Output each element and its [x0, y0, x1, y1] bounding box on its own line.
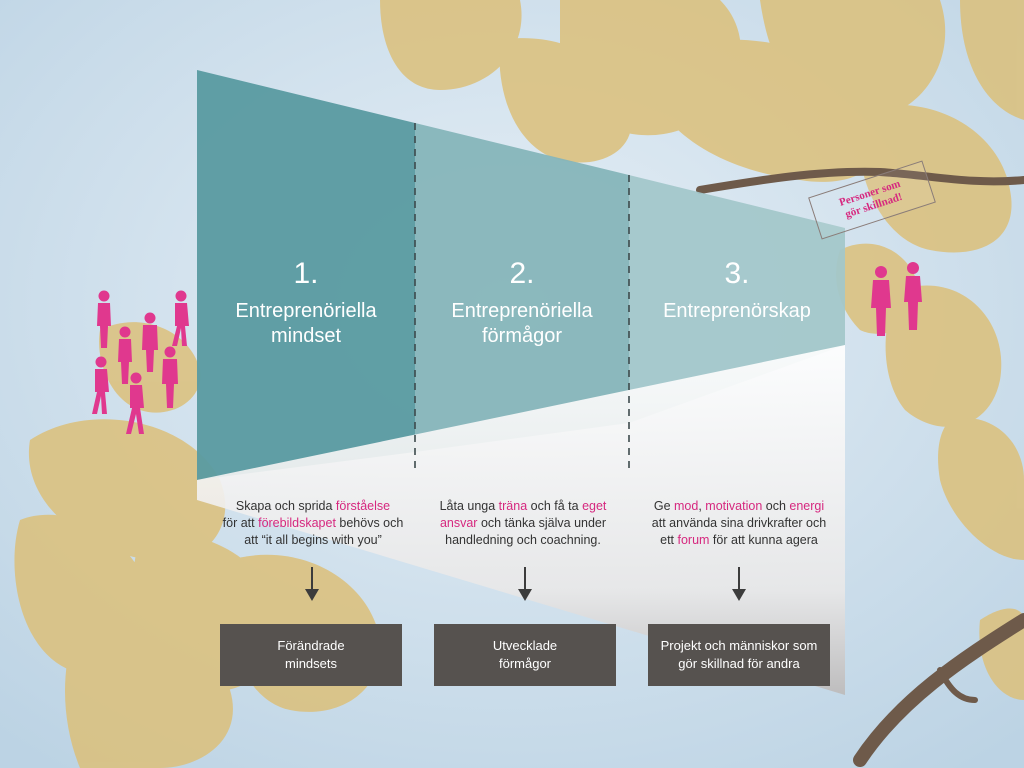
- stage-1-title: 1. Entreprenöriella mindset: [197, 255, 415, 349]
- branches: [696, 167, 1024, 767]
- highlight-word: motivation: [705, 499, 763, 513]
- highlight-word: forum: [677, 532, 710, 547]
- stage-1-number: 1.: [293, 257, 319, 290]
- stage-1-name: Entreprenöriella mindset: [235, 299, 377, 347]
- highlight-word: träna: [498, 499, 528, 513]
- highlight-word: eget: [582, 499, 607, 513]
- result-box-2: Utvecklade förmågor: [434, 624, 616, 686]
- description-text: och: [762, 499, 790, 513]
- description-text: ,: [698, 499, 706, 513]
- highlight-word: förebildskapet: [258, 515, 336, 530]
- description-text: för att kunna agera: [709, 532, 818, 547]
- description-text: och tänka själva under: [477, 515, 607, 530]
- arrow-down-icon: [305, 567, 319, 601]
- description-text: att använda sina drivkrafter och: [651, 515, 827, 530]
- people-right-group: [871, 262, 922, 336]
- description-text: behövs och: [335, 515, 404, 530]
- description-text: och få ta: [527, 499, 583, 513]
- stage-2-description: Låta unga träna och få ta eget ansvar och…: [418, 498, 628, 549]
- description-text: Låta unga: [439, 499, 499, 513]
- description-text: Ge: [653, 499, 675, 513]
- stage-3-description: Ge mod, motivation och energi att använda…: [630, 498, 848, 549]
- description-text: att “it all begins with you”: [244, 532, 382, 547]
- stage-3-title: 3. Entreprenörskap: [629, 255, 845, 324]
- description-text: för att: [222, 515, 259, 530]
- funnel-stage-2: [415, 123, 629, 452]
- stage-3-name: Entreprenörskap: [663, 299, 811, 322]
- result-3-label: Projekt och människor som gör skillnad f…: [660, 638, 818, 671]
- stage-3-number: 3.: [724, 257, 750, 290]
- funnel-lower: [197, 345, 845, 695]
- highlight-word: energi: [789, 499, 825, 513]
- result-2-label: Utvecklade förmågor: [492, 638, 558, 671]
- description-text: Skapa och sprida: [235, 499, 336, 513]
- arrow-down-icon: [732, 567, 746, 601]
- description-text: ett: [660, 532, 678, 547]
- highlight-word: ansvar: [439, 515, 478, 530]
- highlight-word: förståelse: [335, 499, 391, 513]
- result-box-1: Förändrade mindsets: [220, 624, 402, 686]
- result-1-label: Förändrade mindsets: [277, 638, 345, 671]
- stage-2-number: 2.: [509, 257, 535, 290]
- description-text: handledning och coachning.: [445, 532, 601, 547]
- stage-2-title: 2. Entreprenöriella förmågor: [415, 255, 629, 349]
- highlight-word: mod: [674, 499, 699, 513]
- arrow-down-icon: [518, 567, 532, 601]
- stage-2-name: Entreprenöriella förmågor: [451, 299, 593, 347]
- result-box-3: Projekt och människor som gör skillnad f…: [648, 624, 830, 686]
- funnel: [197, 70, 845, 695]
- stage-1-description: Skapa och sprida förståelse för att föreb…: [205, 498, 421, 549]
- stamp-text: Personer som gör skillnad!: [837, 178, 904, 221]
- people-left-group: [92, 290, 189, 434]
- funnel-stage-1: [197, 70, 415, 480]
